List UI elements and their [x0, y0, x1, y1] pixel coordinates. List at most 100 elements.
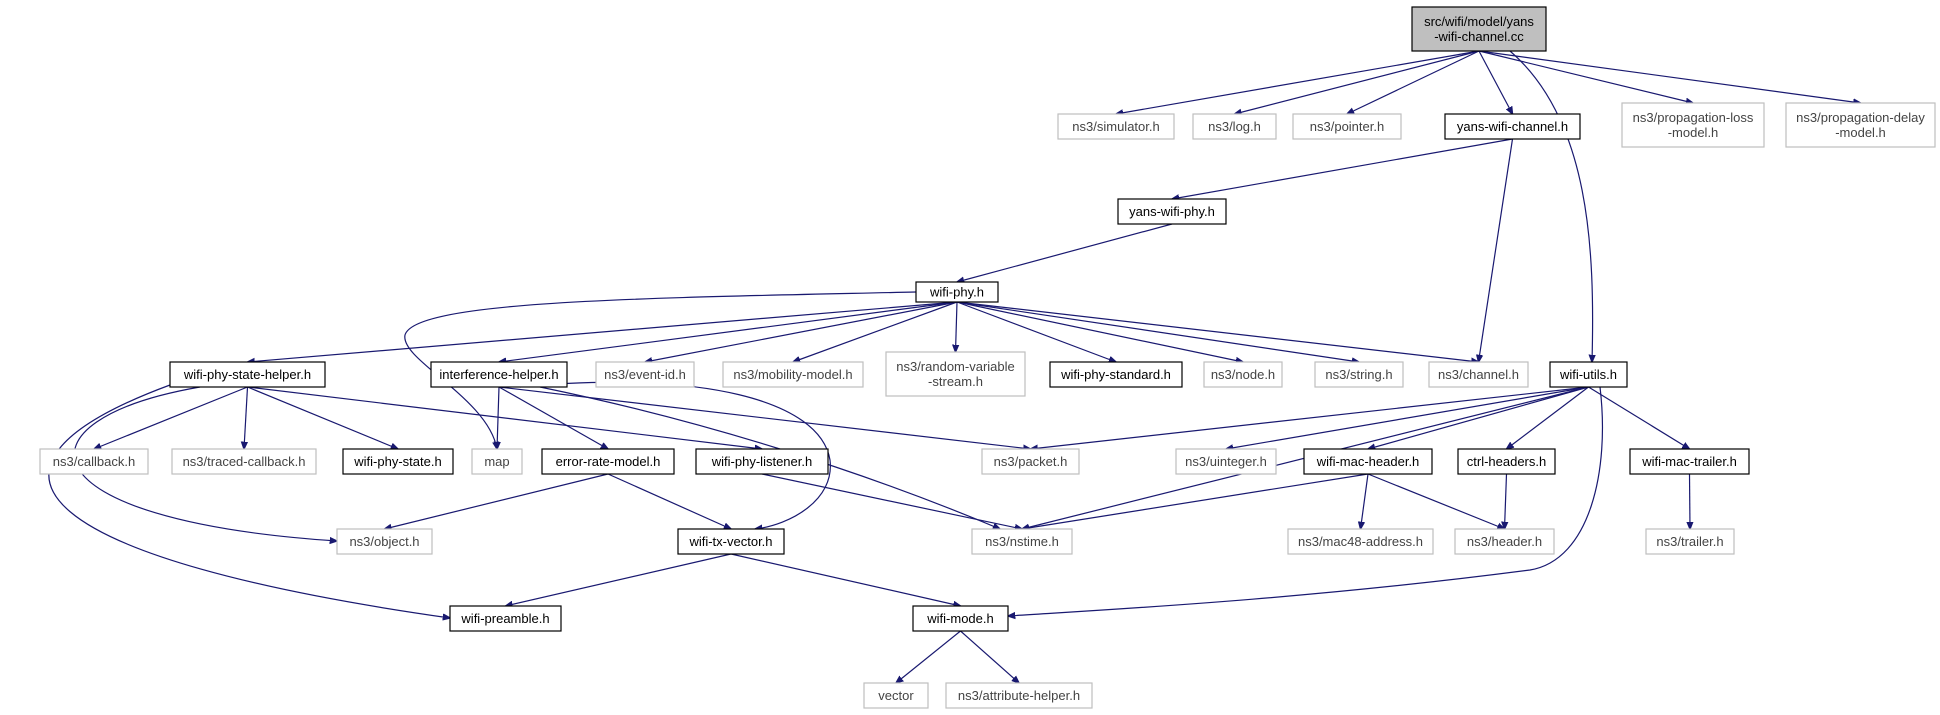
- node-wifi-phy-state-helper[interactable]: wifi-phy-state-helper.h: [169, 361, 326, 388]
- edge-wifi-phy-to-mobility-model: [793, 301, 958, 362]
- node-box: [1292, 113, 1402, 140]
- node-label: ns3/attribute-helper.h: [958, 688, 1080, 703]
- node-vector: vector: [863, 682, 929, 709]
- node-label: ns3/callback.h: [53, 454, 135, 469]
- edge-wifi-mac-trailer-to-trailer: [1690, 473, 1691, 529]
- node-label: ns3/node.h: [1211, 367, 1275, 382]
- node-wifi-utils[interactable]: wifi-utils.h: [1549, 361, 1628, 388]
- node-label: -wifi-channel.cc: [1434, 29, 1524, 44]
- node-wifi-tx-vector[interactable]: wifi-tx-vector.h: [677, 528, 785, 555]
- node-label: -model.h: [1835, 125, 1886, 140]
- node-label: wifi-utils.h: [1559, 367, 1617, 382]
- node-label: wifi-phy.h: [929, 285, 984, 300]
- node-label: wifi-phy-state-helper.h: [183, 367, 311, 382]
- edge-yans-wifi-channel-to-yans-wifi-phy: [1172, 138, 1513, 199]
- node-label: error-rate-model.h: [556, 454, 661, 469]
- edge-error-rate-model-to-wifi-tx-vector: [607, 473, 731, 529]
- node-label: wifi-mac-header.h: [1316, 454, 1420, 469]
- node-prop-loss: ns3/propagation-loss-model.h: [1621, 102, 1765, 148]
- node-wifi-phy-listener[interactable]: wifi-phy-listener.h: [695, 448, 829, 475]
- node-wifi-phy-state[interactable]: wifi-phy-state.h: [342, 448, 454, 475]
- node-box: [1428, 361, 1529, 388]
- node-event-id: ns3/event-id.h: [595, 361, 695, 388]
- node-box: [1454, 528, 1555, 555]
- node-wifi-mac-header[interactable]: wifi-mac-header.h: [1303, 448, 1433, 475]
- node-box: [1057, 113, 1175, 140]
- edge-wifi-mac-header-to-nstime: [1022, 473, 1369, 529]
- node-label: src/wifi/model/yans: [1424, 14, 1534, 29]
- node-box: [595, 361, 695, 388]
- node-box: [342, 448, 454, 475]
- node-box: [1457, 448, 1556, 475]
- edge-root-to-yans-wifi-channel: [1478, 50, 1513, 114]
- node-label: ns3/random-variable: [896, 359, 1015, 374]
- node-box: [1411, 6, 1547, 52]
- edge-wifi-utils-to-wifi-mac-trailer: [1588, 386, 1690, 449]
- node-interference-helper[interactable]: interference-helper.h: [430, 361, 568, 388]
- node-wifi-preamble[interactable]: wifi-preamble.h: [449, 605, 562, 632]
- edge-yans-wifi-channel-to-channel: [1479, 138, 1514, 362]
- node-wifi-phy-standard[interactable]: wifi-phy-standard.h: [1049, 361, 1183, 388]
- node-box: [1621, 102, 1765, 148]
- node-box: [1303, 448, 1433, 475]
- edge-wifi-phy-listener-to-nstime: [761, 473, 1022, 529]
- edge-wifi-utils-to-uinteger: [1226, 386, 1589, 449]
- edge-wifi-phy-state-helper-to-wifi-phy-state: [247, 386, 399, 449]
- edge-wifi-phy-to-node: [956, 301, 1243, 362]
- node-box: [169, 361, 326, 388]
- node-node: ns3/node.h: [1203, 361, 1283, 388]
- node-random-variable: ns3/random-variable-stream.h: [885, 351, 1026, 397]
- node-box: [171, 448, 317, 475]
- node-label: wifi-mode.h: [926, 611, 993, 626]
- node-label: ns3/channel.h: [1438, 367, 1519, 382]
- edge-interference-helper-to-map: [497, 386, 499, 449]
- node-box: [541, 448, 675, 475]
- node-wifi-mode[interactable]: wifi-mode.h: [912, 605, 1009, 632]
- node-label: wifi-tx-vector.h: [688, 534, 772, 549]
- node-label: map: [484, 454, 509, 469]
- node-map: map: [471, 448, 523, 475]
- node-yans-wifi-phy[interactable]: yans-wifi-phy.h: [1117, 198, 1227, 225]
- edge-root-to-wifi-utils: [1509, 50, 1593, 362]
- node-label: ns3/log.h: [1208, 119, 1261, 134]
- node-simulator: ns3/simulator.h: [1057, 113, 1175, 140]
- node-box: [981, 448, 1080, 475]
- node-packet: ns3/packet.h: [981, 448, 1080, 475]
- node-error-rate-model[interactable]: error-rate-model.h: [541, 448, 675, 475]
- edge-wifi-phy-to-wifi-phy-state-helper: [248, 301, 958, 362]
- edge-wifi-tx-vector-to-wifi-preamble: [506, 553, 732, 606]
- node-root[interactable]: src/wifi/model/yans-wifi-channel.cc: [1411, 6, 1547, 52]
- edge-wifi-utils-to-ctrl-headers: [1507, 386, 1589, 449]
- edge-wifi-tx-vector-to-wifi-mode: [730, 553, 961, 606]
- node-box: [695, 448, 829, 475]
- edge-wifi-phy-to-channel: [956, 301, 1479, 362]
- node-box: [1314, 361, 1404, 388]
- node-channel: ns3/channel.h: [1428, 361, 1529, 388]
- edge-yans-wifi-phy-to-wifi-phy: [957, 223, 1173, 282]
- node-ctrl-headers[interactable]: ctrl-headers.h: [1457, 448, 1556, 475]
- edge-interference-helper-to-error-rate-model: [498, 386, 608, 449]
- node-yans-wifi-channel[interactable]: yans-wifi-channel.h: [1444, 113, 1581, 140]
- node-label: -model.h: [1668, 125, 1719, 140]
- node-wifi-phy[interactable]: wifi-phy.h: [915, 281, 999, 303]
- node-nstime: ns3/nstime.h: [971, 528, 1073, 555]
- edge-wifi-mac-header-to-mac48-address: [1361, 473, 1369, 529]
- node-box: [471, 448, 523, 475]
- edge-wifi-phy-state-helper-to-wifi-phy-listener: [247, 386, 763, 449]
- edge-wifi-utils-to-wifi-mac-header: [1368, 386, 1589, 449]
- edge-wifi-mode-to-vector: [896, 630, 961, 683]
- edge-wifi-mode-to-attribute-helper: [960, 630, 1020, 683]
- node-object: ns3/object.h: [336, 528, 433, 555]
- node-box: [1049, 361, 1183, 388]
- node-box: [1629, 448, 1750, 475]
- edge-wifi-utils-to-packet: [1031, 386, 1589, 449]
- node-wifi-mac-trailer[interactable]: wifi-mac-trailer.h: [1629, 448, 1750, 475]
- edge-wifi-phy-to-interference-helper: [499, 301, 958, 362]
- node-box: [39, 448, 149, 475]
- edge-root-to-simulator: [1116, 50, 1480, 114]
- edge-wifi-phy-to-event-id: [645, 301, 958, 362]
- edge-wifi-phy-state-helper-to-callback: [94, 386, 248, 449]
- edge-interference-helper-to-nstime: [539, 386, 1000, 529]
- node-box: [885, 351, 1026, 397]
- node-label: ns3/nstime.h: [985, 534, 1059, 549]
